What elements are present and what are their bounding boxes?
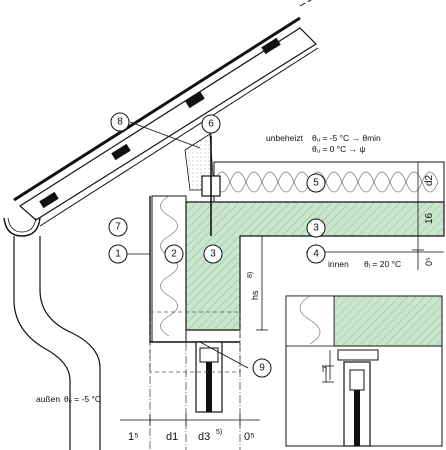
callout-7-label: 7 — [115, 222, 121, 233]
wall-insulation — [151, 195, 187, 343]
anchor-bolt — [201, 136, 221, 236]
dim-05-right: 0⁵ — [424, 257, 434, 266]
batten — [39, 191, 59, 209]
batten — [261, 37, 281, 55]
callout-4: 4 — [306, 244, 326, 264]
callout-8-label: 8 — [117, 117, 123, 128]
batten — [185, 91, 205, 109]
callout-8: 8 — [110, 112, 130, 132]
dim-d3-note: 5) — [216, 429, 222, 436]
leader-lines — [122, 121, 444, 369]
inset-detail — [285, 295, 443, 447]
roof-tiles-line — [13, 16, 301, 202]
label-innen: innen — [328, 259, 349, 269]
window-frame — [149, 311, 241, 413]
bottom-dimensions: 1⁵ d1 d3 5) 0⁵ — [120, 414, 260, 443]
batten — [111, 143, 131, 161]
dim-15: 1⁵ — [128, 431, 139, 443]
callout-9: 9 — [252, 358, 272, 378]
roof-underside — [39, 47, 319, 227]
callout-6-label: 6 — [208, 119, 214, 130]
callout-5: 5 — [306, 173, 326, 193]
label-theta-u-psi: θᵤ = 0 °C → ψ — [312, 144, 366, 154]
label-theta-i: θᵢ = 20 °C — [364, 259, 401, 269]
dim-d2: d2 — [424, 174, 435, 186]
callout-3a-label: 3 — [210, 249, 216, 260]
gutter — [3, 217, 41, 237]
attic-insulation — [213, 161, 445, 203]
dim-05-bottom: 0⁵ — [244, 431, 255, 443]
dim-d1: d1 — [166, 431, 178, 443]
right-dimensions: d2 16 0⁵ — [412, 161, 435, 270]
label-h: h — [322, 364, 327, 374]
callout-3b: 3 — [306, 218, 326, 238]
callout-7: 7 — [108, 217, 128, 237]
callout-3b-label: 3 — [313, 223, 319, 234]
callout-4-label: 4 — [313, 249, 319, 260]
roof-rafter-top — [19, 27, 317, 221]
hs-dimension: hs 8) — [247, 235, 268, 331]
downpipe — [13, 236, 101, 450]
callout-6: 6 — [201, 114, 221, 134]
label-hs-note: 8) — [247, 272, 254, 278]
callout-3a: 3 — [203, 244, 223, 264]
callout-2-label: 2 — [171, 249, 177, 260]
callout-2: 2 — [164, 244, 184, 264]
label-hs: hs — [250, 290, 260, 300]
label-aussen: außen — [36, 394, 60, 404]
dim-d3: d3 — [198, 431, 210, 443]
dim-16: 16 — [424, 212, 435, 224]
callout-9-label: 9 — [259, 363, 265, 374]
label-unbeheizt: unbeheizt — [266, 133, 304, 143]
callout-1: 1 — [108, 244, 128, 264]
callout-5-label: 5 — [313, 178, 319, 189]
label-theta-u-min: θᵤ = -5 °C → θmin — [312, 133, 381, 143]
label-theta-e: θₑ = -5 °C — [64, 394, 101, 404]
h-dimension: h — [322, 350, 331, 380]
callout-1-label: 1 — [115, 249, 121, 260]
